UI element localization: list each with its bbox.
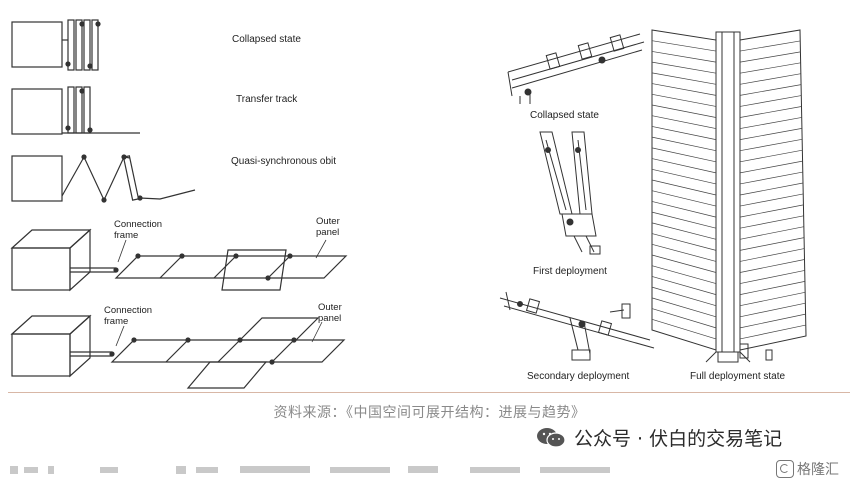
label-secondary-deployment: Secondary deployment	[527, 371, 630, 382]
left-panel-strip	[651, 104, 717, 118]
first-deployment-render	[539, 131, 601, 255]
gelonghui-logo-icon	[776, 460, 794, 478]
right-panel-strip	[739, 193, 804, 207]
left-panel-strip	[651, 51, 717, 63]
gelonghui-brand: 格隆汇	[797, 462, 839, 478]
left-panel-strip	[651, 286, 717, 307]
transfer-track-schematic	[11, 86, 140, 135]
right-panel-strip	[739, 128, 802, 140]
left-panel-strip	[651, 276, 717, 295]
left-panel-strip	[651, 211, 717, 229]
left-panel-strip	[651, 222, 717, 240]
left-panel-strip	[651, 179, 717, 196]
label-full-deployment-state: Full deployment state	[690, 371, 786, 382]
right-panel-strips	[739, 40, 806, 340]
left-panel-strip	[651, 243, 717, 262]
secondary-deployment-render	[499, 291, 655, 361]
full-deployment-schematic	[10, 314, 346, 389]
right-panel-strip	[739, 226, 804, 240]
collapsed-state-render	[507, 33, 645, 104]
right-panel-strip	[739, 313, 806, 329]
left-panel-strip	[651, 265, 717, 284]
partial-deployment-schematic	[10, 228, 348, 292]
right-panel-strip	[739, 106, 802, 118]
right-panel-strip	[739, 149, 803, 163]
caption-divider	[8, 392, 850, 393]
left-panel-strip	[651, 72, 717, 85]
left-panel-strip	[651, 158, 717, 174]
right-panel-strip	[739, 270, 805, 284]
right-panel-strip	[739, 324, 806, 340]
right-panel-strip	[739, 171, 803, 185]
left-panel-strip	[651, 126, 717, 140]
label-collapsed-state-render: Collapsed state	[530, 110, 599, 121]
right-panel-strip	[739, 51, 801, 63]
left-panel-strip	[651, 318, 717, 340]
cropped-text-strip	[10, 466, 610, 474]
right-panel-strip	[739, 259, 805, 273]
left-panel-strip	[651, 168, 717, 185]
right-panel-strip	[739, 95, 802, 107]
right-panel-strip	[739, 215, 804, 229]
left-panel-strip	[651, 190, 717, 207]
right-panel-strip	[739, 248, 805, 262]
right-panel-strip	[739, 182, 804, 196]
right-panel-strip	[739, 117, 802, 129]
quasi-sync-schematic	[11, 154, 196, 203]
collapsed-state-schematic	[11, 19, 101, 71]
deployment-diagram	[10, 19, 807, 389]
label-outer-panel-2: Outer panel	[318, 302, 342, 324]
label-first-deployment: First deployment	[533, 266, 607, 277]
wechat-watermark: 公众号 · 伏白的交易笔记	[536, 424, 782, 451]
left-panel-strip	[651, 61, 717, 74]
left-panel-strips	[651, 40, 717, 340]
left-panel-strip	[651, 297, 717, 318]
left-panel-strip	[651, 201, 717, 218]
right-panel-strip	[739, 291, 806, 307]
gelonghui-watermark: 格隆汇	[776, 459, 839, 479]
left-panel-strip	[651, 147, 717, 163]
right-panel-strip	[739, 40, 801, 52]
right-panel-strip	[739, 237, 805, 251]
right-panel-strip	[739, 204, 804, 218]
label-transfer-track: Transfer track	[236, 94, 298, 105]
wechat-account-name: 公众号 · 伏白的交易笔记	[574, 428, 783, 450]
left-panel-strip	[651, 136, 717, 152]
right-panel-strip	[739, 281, 805, 295]
wechat-icon	[537, 427, 566, 448]
left-panel-strip	[651, 115, 717, 129]
label-collapsed-state: Collapsed state	[232, 34, 301, 45]
source-caption: 资料来源：《中国空间可展开结构：进展与趋势》	[273, 405, 586, 421]
right-panel-strip	[739, 302, 806, 318]
left-panel-strip	[651, 254, 717, 273]
label-quasi-sync-obit: Quasi-synchronous obit	[231, 156, 337, 167]
left-panel-strip	[651, 93, 717, 107]
label-outer-panel-1: Outer panel	[316, 216, 340, 238]
right-panel-strip	[739, 138, 803, 152]
full-deployment-render	[651, 29, 807, 363]
right-panel-strip	[739, 73, 801, 85]
right-panel-strip	[739, 62, 801, 74]
right-panel-strip	[739, 160, 803, 174]
label-connection-frame-1: Connection frame	[114, 219, 163, 241]
left-panel-strip	[651, 308, 717, 329]
right-panel-strip	[739, 84, 802, 96]
label-connection-frame-2: Connection frame	[104, 305, 153, 327]
left-panel-strip	[651, 40, 717, 52]
left-panel-strip	[651, 233, 717, 251]
left-panel-strip	[651, 83, 717, 96]
